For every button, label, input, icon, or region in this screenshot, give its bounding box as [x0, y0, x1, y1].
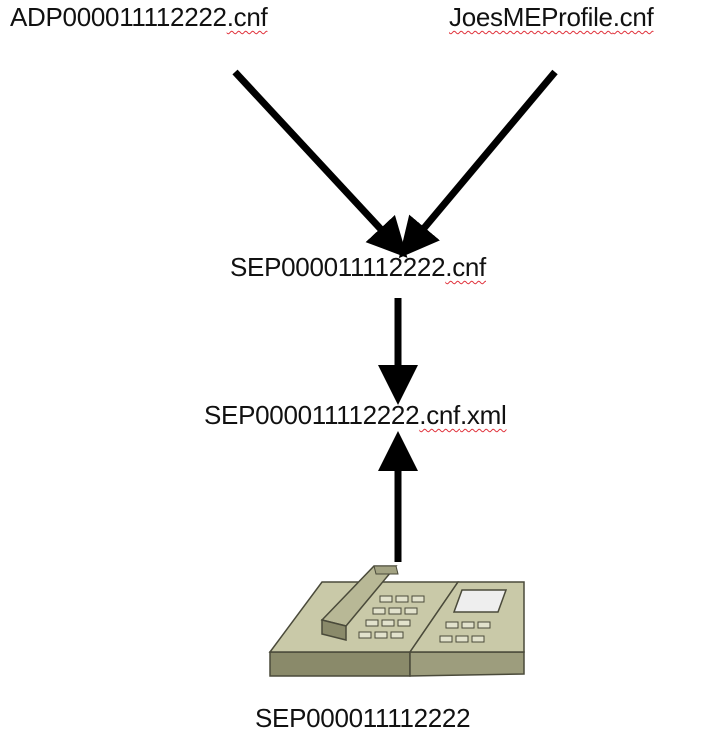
profile-cnf-label: JoesMEProfile.cnf [449, 2, 654, 32]
adp-cnf-label: ADP000011112222.cnf [10, 2, 268, 32]
arrow-profile-to-sep-cnf [398, 69, 558, 259]
profile-cnf-ext: .cnf [612, 2, 654, 32]
ip-phone-icon [268, 565, 525, 677]
sep-xml-ext-xml: .xml [459, 400, 507, 430]
sep-xml-label: SEP000011112222.cnf.xml [204, 400, 507, 430]
sep-cnf-label: SEP000011112222.cnf [230, 252, 486, 282]
adp-cnf-ext: .cnf [226, 2, 268, 32]
arrow-adp-to-sep-cnf [232, 69, 408, 258]
profile-cnf-name: JoesMEProfile [449, 2, 613, 32]
sep-xml-name: SEP000011112222 [204, 400, 420, 430]
adp-cnf-name: ADP000011112222 [10, 2, 227, 32]
sep-cnf-ext: .cnf [445, 252, 486, 282]
sep-xml-ext-cnf: .cnf [419, 400, 460, 430]
phone-label: SEP000011112222 [255, 703, 471, 733]
